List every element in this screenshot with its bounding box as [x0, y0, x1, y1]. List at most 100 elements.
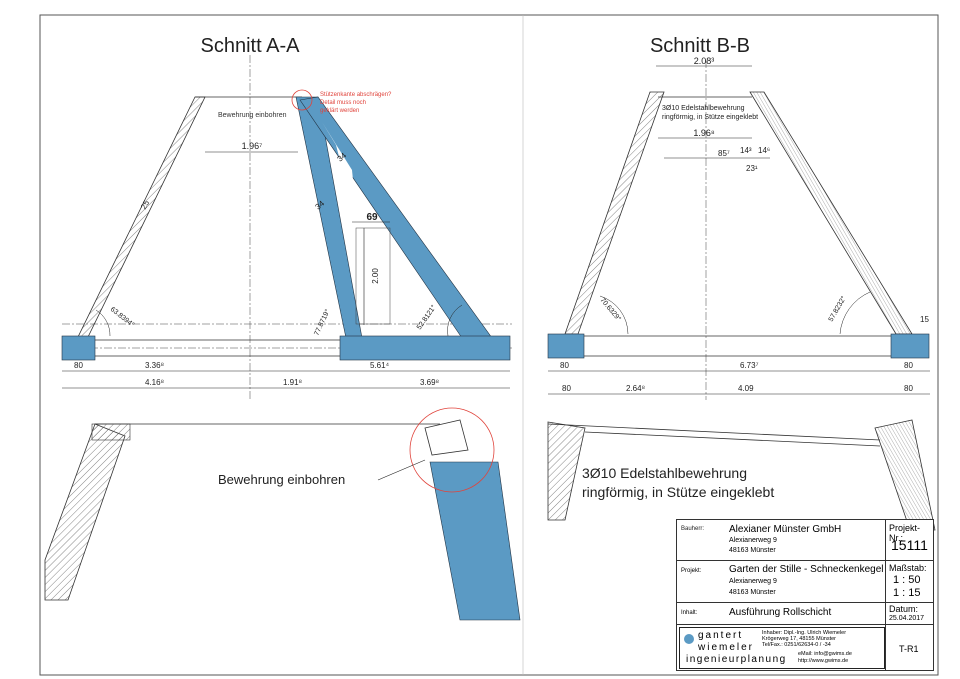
note-line: 3Ø10 Edelstahlbewehrung	[662, 105, 745, 112]
detail-marker	[409, 407, 495, 493]
red-note-line: Stützenkante abschrägen?	[320, 92, 392, 98]
client-street: Alexianerweg 9	[729, 537, 777, 544]
client-city: 48163 Münster	[729, 547, 776, 554]
dim-offset: 69	[366, 212, 378, 223]
title-block: Bauherr: Alexianer Münster GmbH Alexiane…	[676, 519, 934, 671]
foundation-left	[61, 335, 96, 361]
scale-2: 1 : 15	[893, 587, 921, 599]
firm-owner: Inhaber: Dipl.-Ing. Ulrich Wiemeler	[762, 630, 847, 636]
client-name: Alexianer Münster GmbH	[729, 524, 842, 535]
right-wall	[874, 419, 936, 531]
detail-b-label-line: ringförmig, in Stütze eingeklebt	[582, 484, 774, 500]
right-wall	[749, 91, 913, 335]
client-label: Bauherr:	[681, 526, 705, 532]
dim-d1: 85⁷	[718, 149, 730, 158]
dim-top-width: 1.96⁷	[242, 141, 263, 151]
divider	[885, 520, 886, 670]
divider	[677, 624, 933, 625]
top-cap	[584, 431, 881, 447]
dim-height: 2.00	[371, 268, 380, 284]
foundation-left	[547, 333, 585, 359]
project-city: 48163 Münster	[729, 589, 776, 596]
concrete-strut	[429, 461, 521, 621]
detail-marker	[291, 89, 313, 111]
dim-box	[355, 227, 391, 325]
foundation-right	[339, 335, 511, 361]
dim-foot-left: 80	[74, 361, 83, 370]
date-value: 25.04.2017	[889, 615, 925, 622]
dim-inner-width: 1.96⁸	[693, 128, 715, 138]
dim-d2: 14³	[740, 146, 752, 155]
left-wall	[547, 421, 586, 521]
dim-total-1: 80	[562, 384, 571, 393]
dim-left-angle: 63.8394°	[109, 305, 136, 329]
project-label: Projekt:	[681, 568, 702, 574]
firm-logo-icon	[684, 634, 694, 644]
dim-foot-right: 80	[904, 361, 913, 370]
dim-right-angle: 52.8121°	[415, 303, 438, 331]
left-wall	[44, 423, 126, 601]
section-a-title: Schnitt A-A	[201, 35, 301, 57]
firm-email: eMail: info@gwims.de	[798, 651, 852, 657]
sheet-frame	[39, 14, 939, 676]
dim-edge: 15	[920, 315, 929, 324]
cap-stone	[424, 419, 469, 456]
leader-line	[377, 459, 426, 481]
project-name: Garten der Stille - Schneckenkegel	[729, 564, 884, 575]
firm-phone: Tel/Fax.: 0251/62634-0 / -34	[762, 642, 831, 648]
dim-foot-left: 80	[560, 361, 569, 370]
dim-total-4: 80	[904, 384, 913, 393]
dim-top-width: 2.08³	[694, 56, 715, 66]
section-b: Schnitt B-B 2.08³ 3Ø10 Edelstahlbewehrun…	[547, 35, 930, 400]
divider	[677, 602, 933, 603]
project-no: 15111	[891, 537, 928, 553]
dim-total-1: 4.16⁸	[145, 378, 164, 387]
dim-right-angle: 57.8232°	[827, 294, 848, 323]
left-wall	[77, 96, 206, 338]
section-b-title: Schnitt B-B	[650, 35, 750, 57]
note-line: ringförmig, in Stütze eingeklebt	[662, 114, 758, 121]
firm-line3: ingenieurplanung	[686, 654, 787, 665]
red-note-line: geklärt werden	[320, 108, 359, 114]
firm-line1: gantert	[698, 630, 744, 641]
dim-span-2: 5.61⁴	[370, 361, 390, 370]
firm-address: Krögerweg 17, 48155 Münster	[762, 636, 836, 642]
dim-d3: 14⁶	[758, 146, 770, 155]
divider	[677, 560, 933, 561]
bore-note: Bewehrung einbohren	[218, 112, 287, 119]
firm-block: gantert wiemeler ingenieurplanung Inhabe…	[679, 627, 885, 669]
dim-total-3: 3.69⁸	[420, 378, 439, 387]
angle-arc	[95, 309, 111, 337]
content-label: Inhalt:	[681, 610, 698, 616]
dim-total-2: 1.91⁸	[283, 378, 302, 387]
scale-1: 1 : 50	[893, 574, 921, 586]
detail-a-label: Bewehrung einbohren	[218, 472, 345, 487]
section-a: Schnitt A-A Bewehrung einbohren Stützenk…	[61, 35, 512, 400]
dim-total-3: 4.09	[738, 384, 754, 393]
top-cap	[547, 423, 881, 441]
dim-span-1: 3.36⁸	[145, 361, 164, 370]
sheet-id: T-R1	[899, 644, 919, 654]
project-no-label: Projekt-Nr.:	[889, 523, 921, 543]
dim-inner-angle: 77.8719°	[313, 308, 332, 337]
dim-left-angle: 70.6329°	[598, 296, 622, 323]
project-street: Alexianerweg 9	[729, 578, 777, 585]
dim-total-2: 2.64⁸	[626, 384, 645, 393]
left-wall	[564, 91, 665, 335]
angle-arc	[839, 291, 871, 335]
cap-stone	[91, 423, 131, 441]
angle-arc	[447, 304, 463, 337]
date-label: Datum:	[889, 604, 919, 614]
detail-b-label-line: 3Ø10 Edelstahlbewehrung	[582, 465, 747, 481]
content-value: Ausführung Rollschicht	[729, 607, 832, 618]
dim-d4: 23¹	[746, 164, 758, 173]
red-note-line: Detail muss noch	[320, 100, 366, 106]
strut-gap	[322, 122, 358, 230]
angle-arc	[599, 295, 629, 335]
firm-web: http://www.gwims.de	[798, 658, 849, 664]
detail-b: 3Ø10 Edelstahlbewehrung ringförmig, in S…	[547, 419, 936, 531]
detail-a: Bewehrung einbohren	[44, 407, 521, 621]
dim-span: 6.73⁷	[740, 361, 759, 370]
foundation-right	[890, 333, 930, 359]
